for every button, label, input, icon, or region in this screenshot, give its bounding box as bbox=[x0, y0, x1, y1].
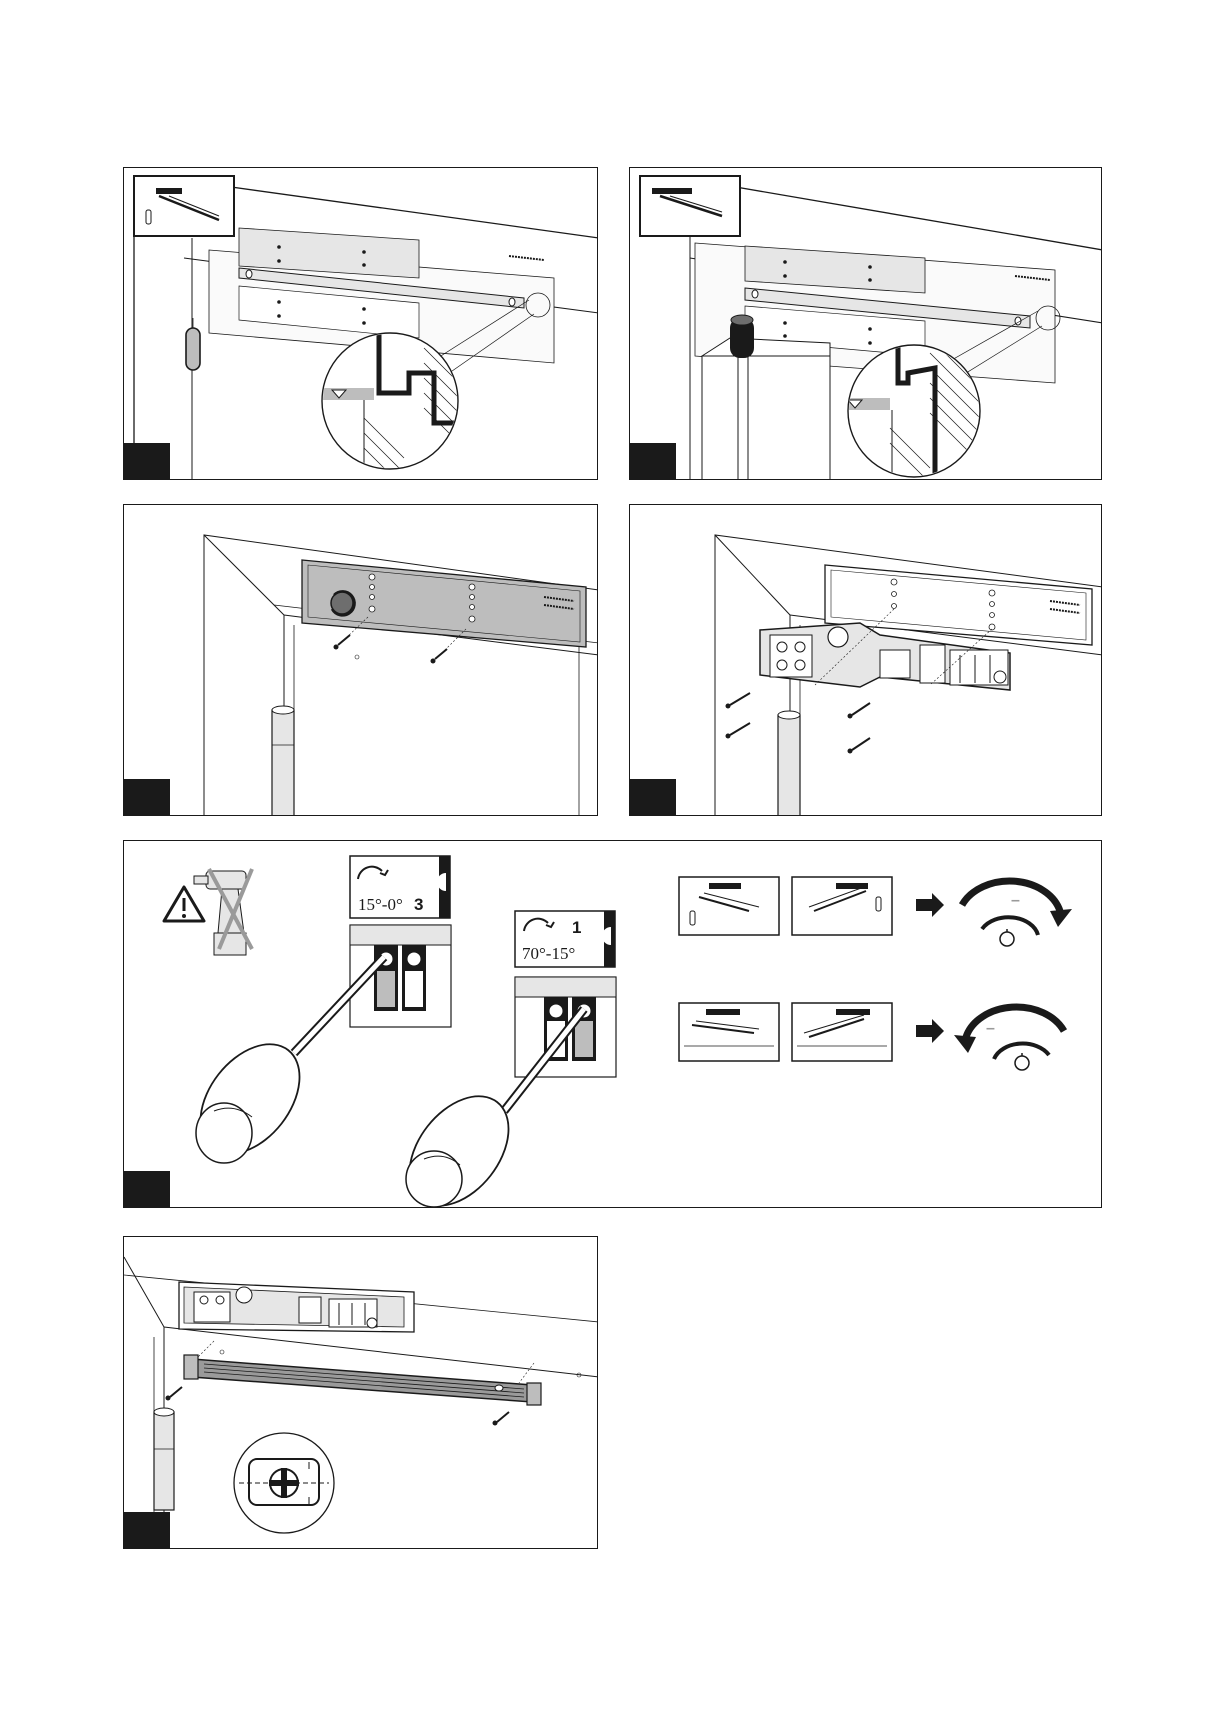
valve-angle-range: 15°-0° bbox=[358, 895, 403, 914]
figure-step-3 bbox=[123, 504, 598, 816]
closing-speed-adjustment-drawing: 15°-0° 3 1 70°-15° bbox=[124, 841, 1102, 1208]
counter-clockwise-arrow-icon bbox=[966, 1007, 1064, 1037]
step-number-tab bbox=[124, 779, 170, 815]
step-number-tab bbox=[124, 1171, 170, 1207]
right-arrow-icon bbox=[916, 893, 944, 917]
plate-screwing-drawing bbox=[124, 505, 598, 816]
step-number-tab bbox=[630, 443, 676, 479]
right-arrow-icon bbox=[916, 1019, 944, 1043]
step-number-tab bbox=[630, 779, 676, 815]
figure-step-5-speed-adjustment: 15°-0° 3 1 70°-15° bbox=[123, 840, 1102, 1208]
power-drill-crossed-icon bbox=[194, 869, 252, 955]
speed-decrease-sign: – bbox=[1011, 892, 1020, 909]
timer-icon bbox=[1015, 1056, 1029, 1070]
mounting-plate-alignment-drawing bbox=[630, 168, 1102, 480]
speed-decrease-sign: – bbox=[986, 1020, 995, 1037]
mounting-plate-alignment-drawing bbox=[124, 168, 598, 480]
step-number-tab bbox=[124, 1512, 170, 1548]
figure-step-1 bbox=[123, 167, 598, 480]
figure-step-2 bbox=[629, 167, 1102, 480]
figure-step-6 bbox=[123, 1236, 598, 1549]
figure-step-4 bbox=[629, 504, 1102, 816]
step-number-tab bbox=[124, 443, 170, 479]
cover-fitting-drawing bbox=[124, 1237, 598, 1549]
valve-number: 3 bbox=[414, 895, 423, 914]
closer-body-mounting-drawing bbox=[630, 505, 1102, 816]
valve-angle-range: 70°-15° bbox=[522, 944, 575, 963]
valve-number: 1 bbox=[572, 918, 581, 937]
timer-icon bbox=[1000, 932, 1014, 946]
